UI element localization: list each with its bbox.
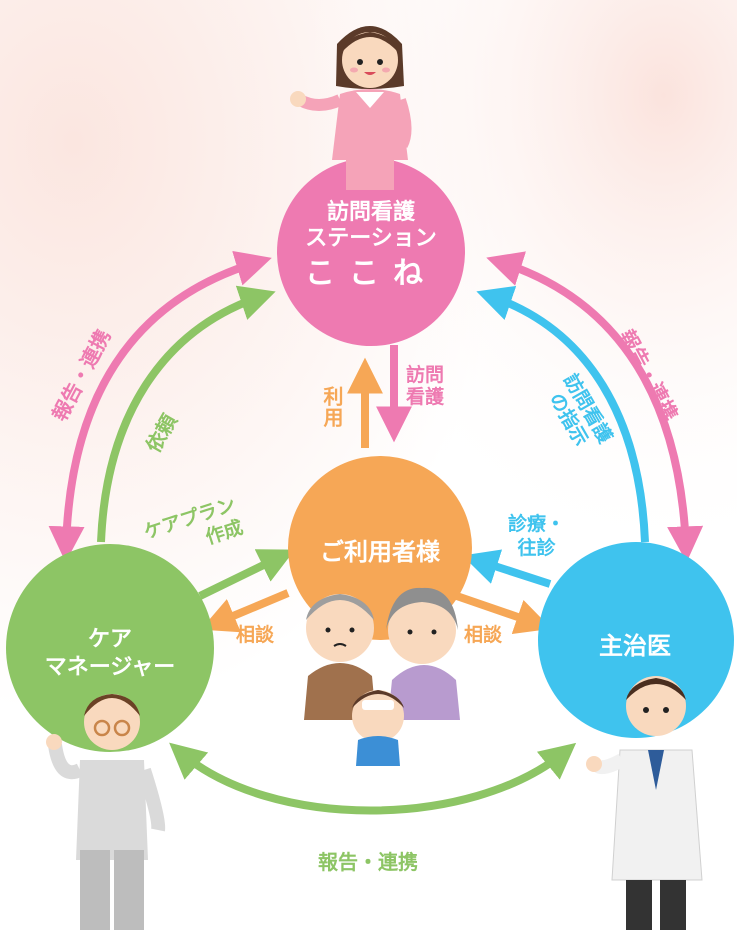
- care-manager-illustration: [46, 694, 166, 930]
- shinryo-label-line1: 診療・: [508, 513, 566, 535]
- visit-nursing-label-line1: 訪問: [406, 364, 445, 386]
- visit-nursing-label: 訪問 看護: [406, 364, 444, 408]
- station-label: 訪問看護 ステーション ここね: [277, 200, 465, 296]
- doctor-node: [538, 542, 734, 738]
- visit-nursing-label-line2: 看護: [406, 386, 445, 408]
- caremanager-node: [6, 544, 214, 752]
- doctor-label: 主治医: [599, 632, 671, 660]
- station-label-line2: ステーション: [305, 226, 437, 251]
- station-label-line1: 訪問看護: [326, 200, 415, 225]
- right-report-arrow: [486, 251, 704, 563]
- user-label: ご利用者様: [320, 538, 440, 566]
- soudan-left-arrow: [200, 589, 290, 633]
- caremanager-label-line1: ケア: [87, 627, 132, 652]
- bottom-report-arrow: [169, 742, 577, 815]
- irai-arrow: [97, 285, 276, 543]
- careplan-arrow: [198, 549, 295, 600]
- riyou-label: 利用: [320, 386, 344, 428]
- caremanager-label: ケア マネージャー: [10, 626, 210, 682]
- nurse-illustration: [290, 26, 412, 190]
- soudan-left-label: 相談: [236, 624, 275, 646]
- station-label-line3: ここね: [305, 256, 437, 291]
- instruction-arrow: [476, 285, 649, 543]
- child-patient-illustration: [352, 690, 404, 766]
- shinryo-label-line2: 往診: [517, 537, 556, 559]
- soudan-right-label: 相談: [464, 624, 503, 646]
- caremanager-label-line2: マネージャー: [44, 655, 176, 680]
- shinryo-arrow: [462, 549, 552, 588]
- soudan-right-arrow: [446, 589, 552, 634]
- left-report-arrow: [48, 250, 272, 563]
- doctor-illustration: [586, 676, 703, 930]
- bottom-report-label: 報告・連携: [318, 850, 418, 874]
- shinryo-label: 診療・ 往診: [508, 512, 565, 560]
- station-node: [277, 158, 465, 346]
